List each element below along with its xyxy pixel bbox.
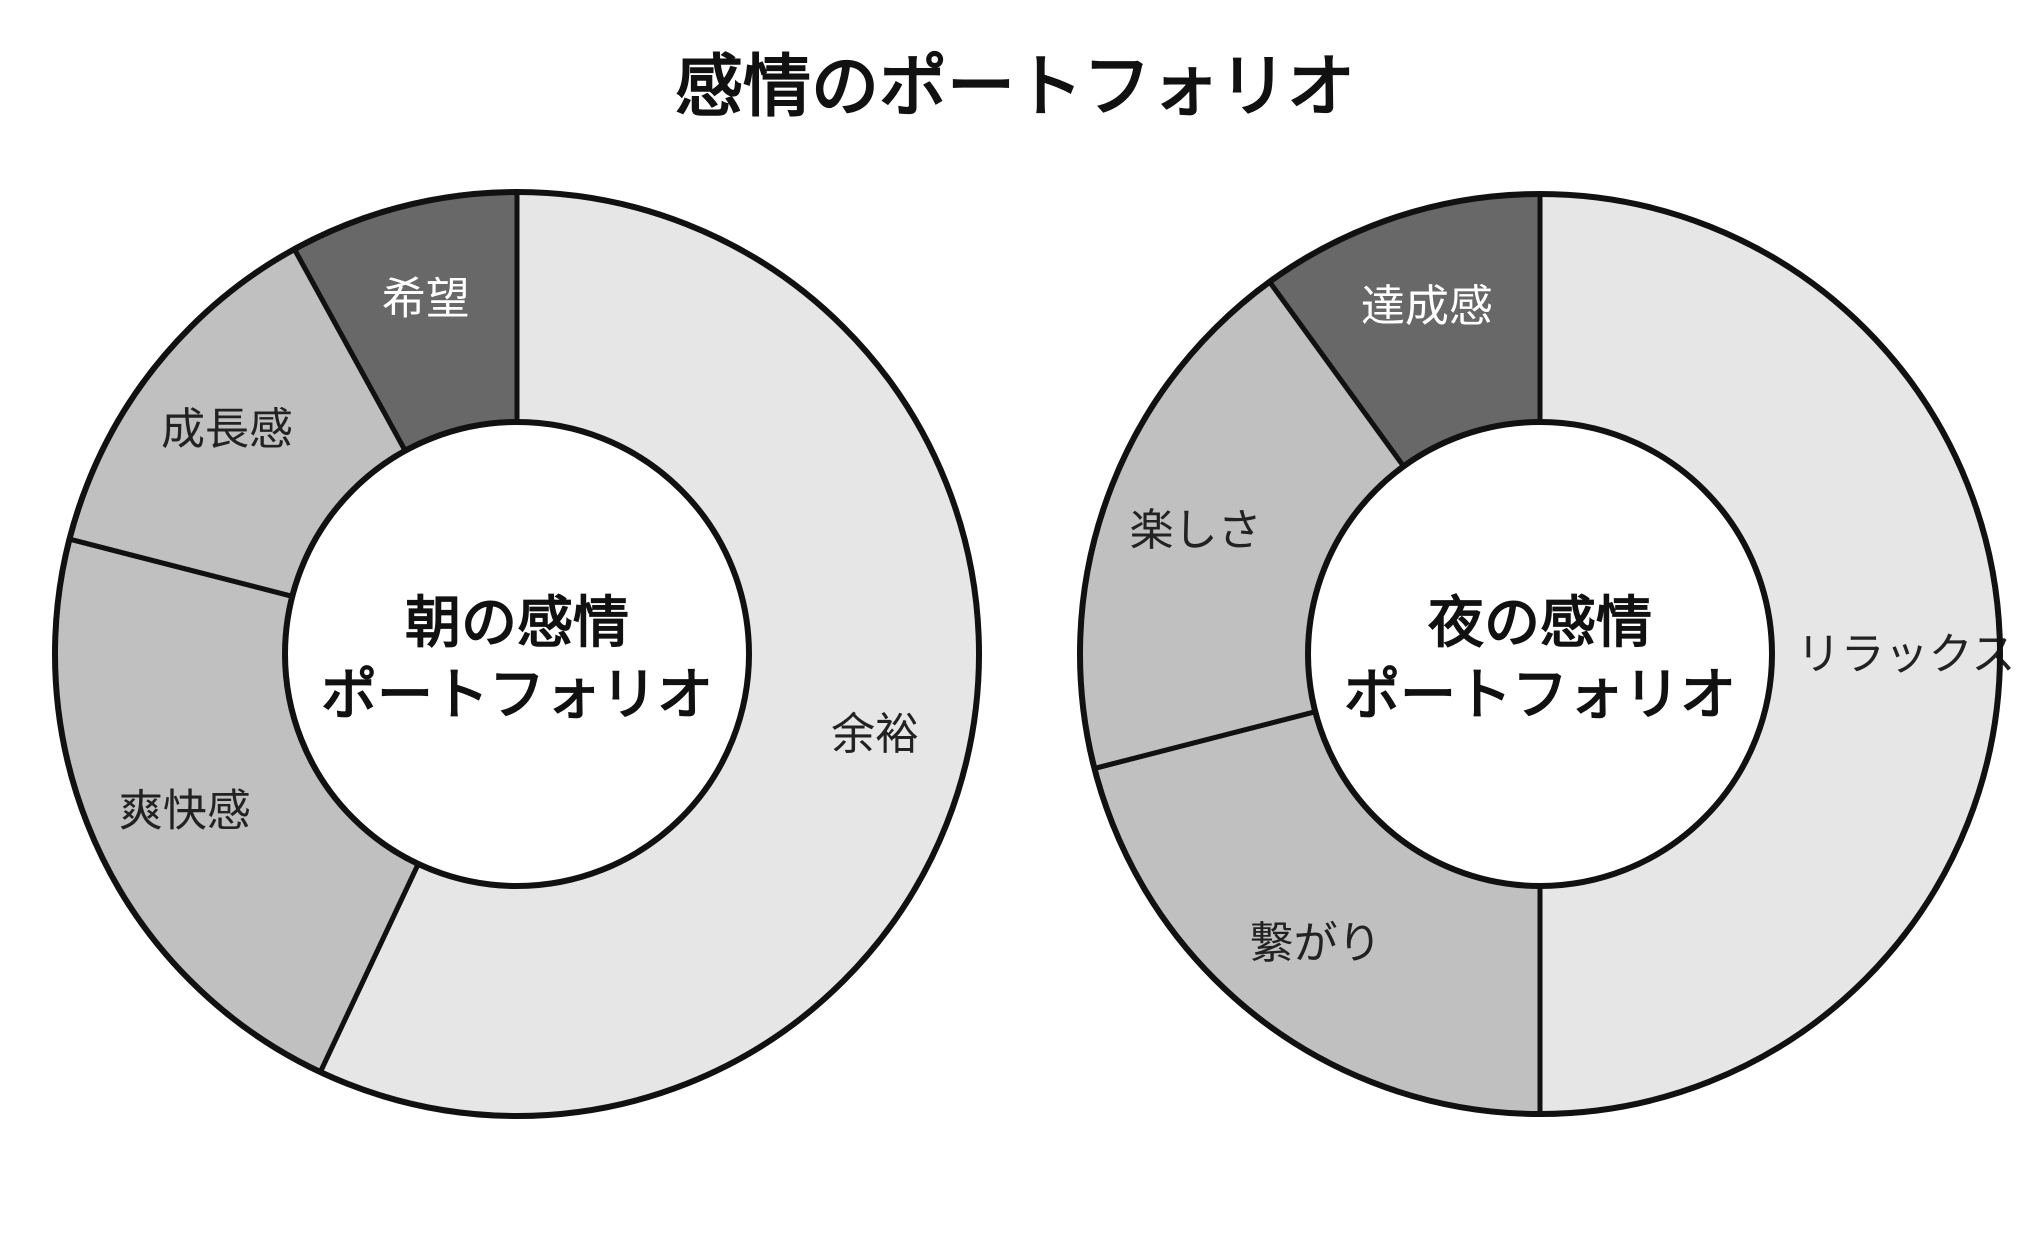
slice-label: 希望 xyxy=(382,274,470,325)
donut-outer-ring xyxy=(1077,191,2003,1117)
slice-label: リラックス xyxy=(1797,629,2016,680)
donut-hole xyxy=(1305,419,1775,889)
chart-title: 感情のポートフォリオ xyxy=(675,48,1355,127)
center-label: ポートフォリオ xyxy=(321,663,713,728)
slice-label: 楽しさ xyxy=(1130,505,1262,556)
slice-label: 繋がり xyxy=(1250,918,1382,969)
donut-hole xyxy=(282,419,752,889)
slice-label: 余裕 xyxy=(831,709,919,760)
center-label: 朝の感情 xyxy=(405,591,629,656)
center-label: 夜の感情 xyxy=(1427,591,1652,656)
slice-label: 爽快感 xyxy=(119,785,251,836)
donut-outer-ring xyxy=(52,189,982,1119)
slice-label: 達成感 xyxy=(1361,281,1493,332)
center-label: ポートフォリオ xyxy=(1344,663,1736,728)
slice-label: 成長感 xyxy=(161,404,293,455)
